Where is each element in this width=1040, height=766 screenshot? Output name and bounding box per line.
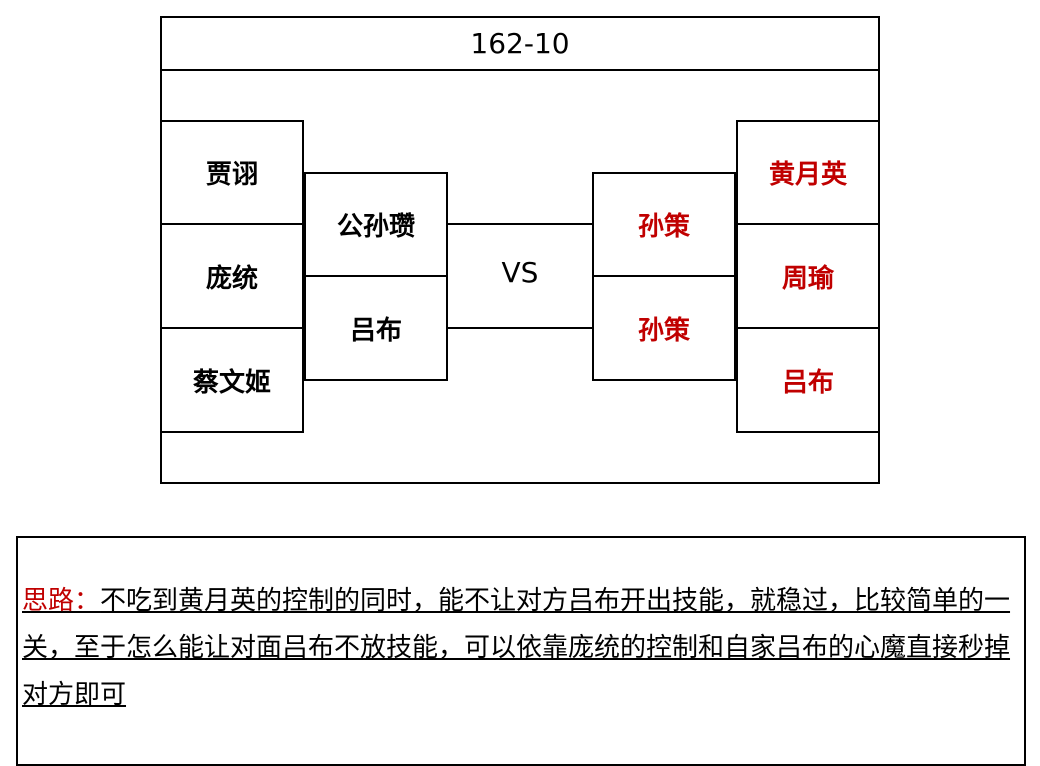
connector-line-bottom	[448, 327, 592, 329]
stage-title: 162-10	[162, 18, 878, 71]
enemy-unit-2: 孙策	[592, 275, 736, 381]
strategy-note: 思路：不吃到黄月英的控制的同时，能不让对方吕布开出技能，就稳过，比较简单的一关，…	[16, 536, 1026, 766]
enemy-unit-3: 黄月英	[736, 120, 880, 225]
enemy-unit-5: 吕布	[736, 327, 880, 433]
vs-label: VS	[501, 256, 539, 289]
enemy-unit-1: 孙策	[592, 172, 736, 277]
ally-unit-3: 蔡文姬	[160, 327, 304, 433]
ally-unit-1: 贾诩	[160, 120, 304, 225]
connector-line-top	[448, 223, 592, 225]
ally-unit-4: 公孙瓒	[304, 172, 448, 277]
strategy-label: 思路：	[22, 586, 101, 616]
strategy-text: 思路：不吃到黄月英的控制的同时，能不让对方吕布开出技能，就稳过，比较简单的一关，…	[22, 578, 1012, 719]
ally-unit-5: 吕布	[304, 275, 448, 381]
enemy-unit-4: 周瑜	[736, 223, 880, 329]
strategy-body: 不吃到黄月英的控制的同时，能不让对方吕布开出技能，就稳过，比较简单的一关，至于怎…	[22, 586, 1011, 710]
ally-unit-2: 庞统	[160, 223, 304, 329]
